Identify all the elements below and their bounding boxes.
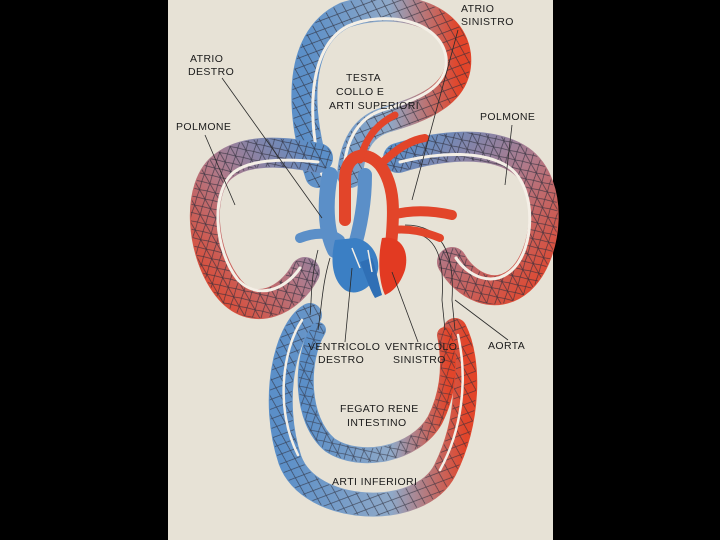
label-atrio-destro-line2: DESTRO [188, 66, 234, 78]
label-arti-inferiori: ARTI INFERIORI [332, 476, 417, 488]
label-testa-line3: ARTI SUPERIORI [329, 100, 419, 112]
label-polmone-left: POLMONE [176, 121, 231, 133]
label-fegato-line2: INTESTINO [347, 417, 407, 429]
label-atrio-sinistro-line2: SINISTRO [461, 16, 514, 28]
label-fegato-line1: FEGATO RENE [340, 403, 419, 415]
label-ventricolo-sinistro-line2: SINISTRO [393, 354, 446, 366]
label-ventricolo-sinistro-line1: VENTRICOLO [385, 341, 457, 353]
label-ventricolo-destro-line2: DESTRO [318, 354, 364, 366]
label-polmone-right: POLMONE [480, 111, 535, 123]
label-aorta: AORTA [488, 340, 525, 352]
label-testa-line2: COLLO E [336, 86, 384, 98]
label-testa-line1: TESTA [346, 72, 381, 84]
label-atrio-destro-line1: ATRIO [190, 53, 223, 65]
label-ventricolo-destro-line1: VENTRICOLO [308, 341, 380, 353]
label-atrio-sinistro-line1: ATRIO [461, 3, 494, 15]
